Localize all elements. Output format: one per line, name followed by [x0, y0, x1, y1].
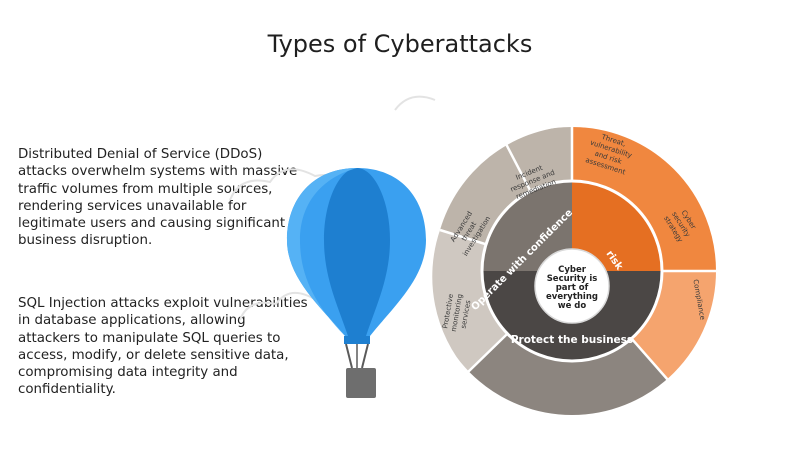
- ddos-paragraph: Distributed Denial of Service (DDoS) att…: [18, 147, 298, 249]
- inner-ring-orange: [572, 181, 662, 271]
- center-line-4: everything: [546, 292, 598, 302]
- center-line-5: we do: [558, 301, 587, 311]
- wheel-center: [535, 249, 609, 323]
- center-line-1: Cyber: [558, 265, 587, 275]
- center-line-3: part of: [556, 283, 589, 293]
- protect-label: Protect the business: [511, 334, 633, 346]
- slide-title: Types of Cyberattacks: [267, 30, 533, 58]
- security-wheel-diagram: [426, 125, 718, 417]
- center-line-2: Security is: [547, 274, 598, 284]
- inner-ring-operate: [482, 181, 572, 271]
- hot-air-balloon-icon: [287, 168, 426, 398]
- sql-injection-paragraph: SQL Injection attacks exploit vulnerabil…: [18, 296, 308, 398]
